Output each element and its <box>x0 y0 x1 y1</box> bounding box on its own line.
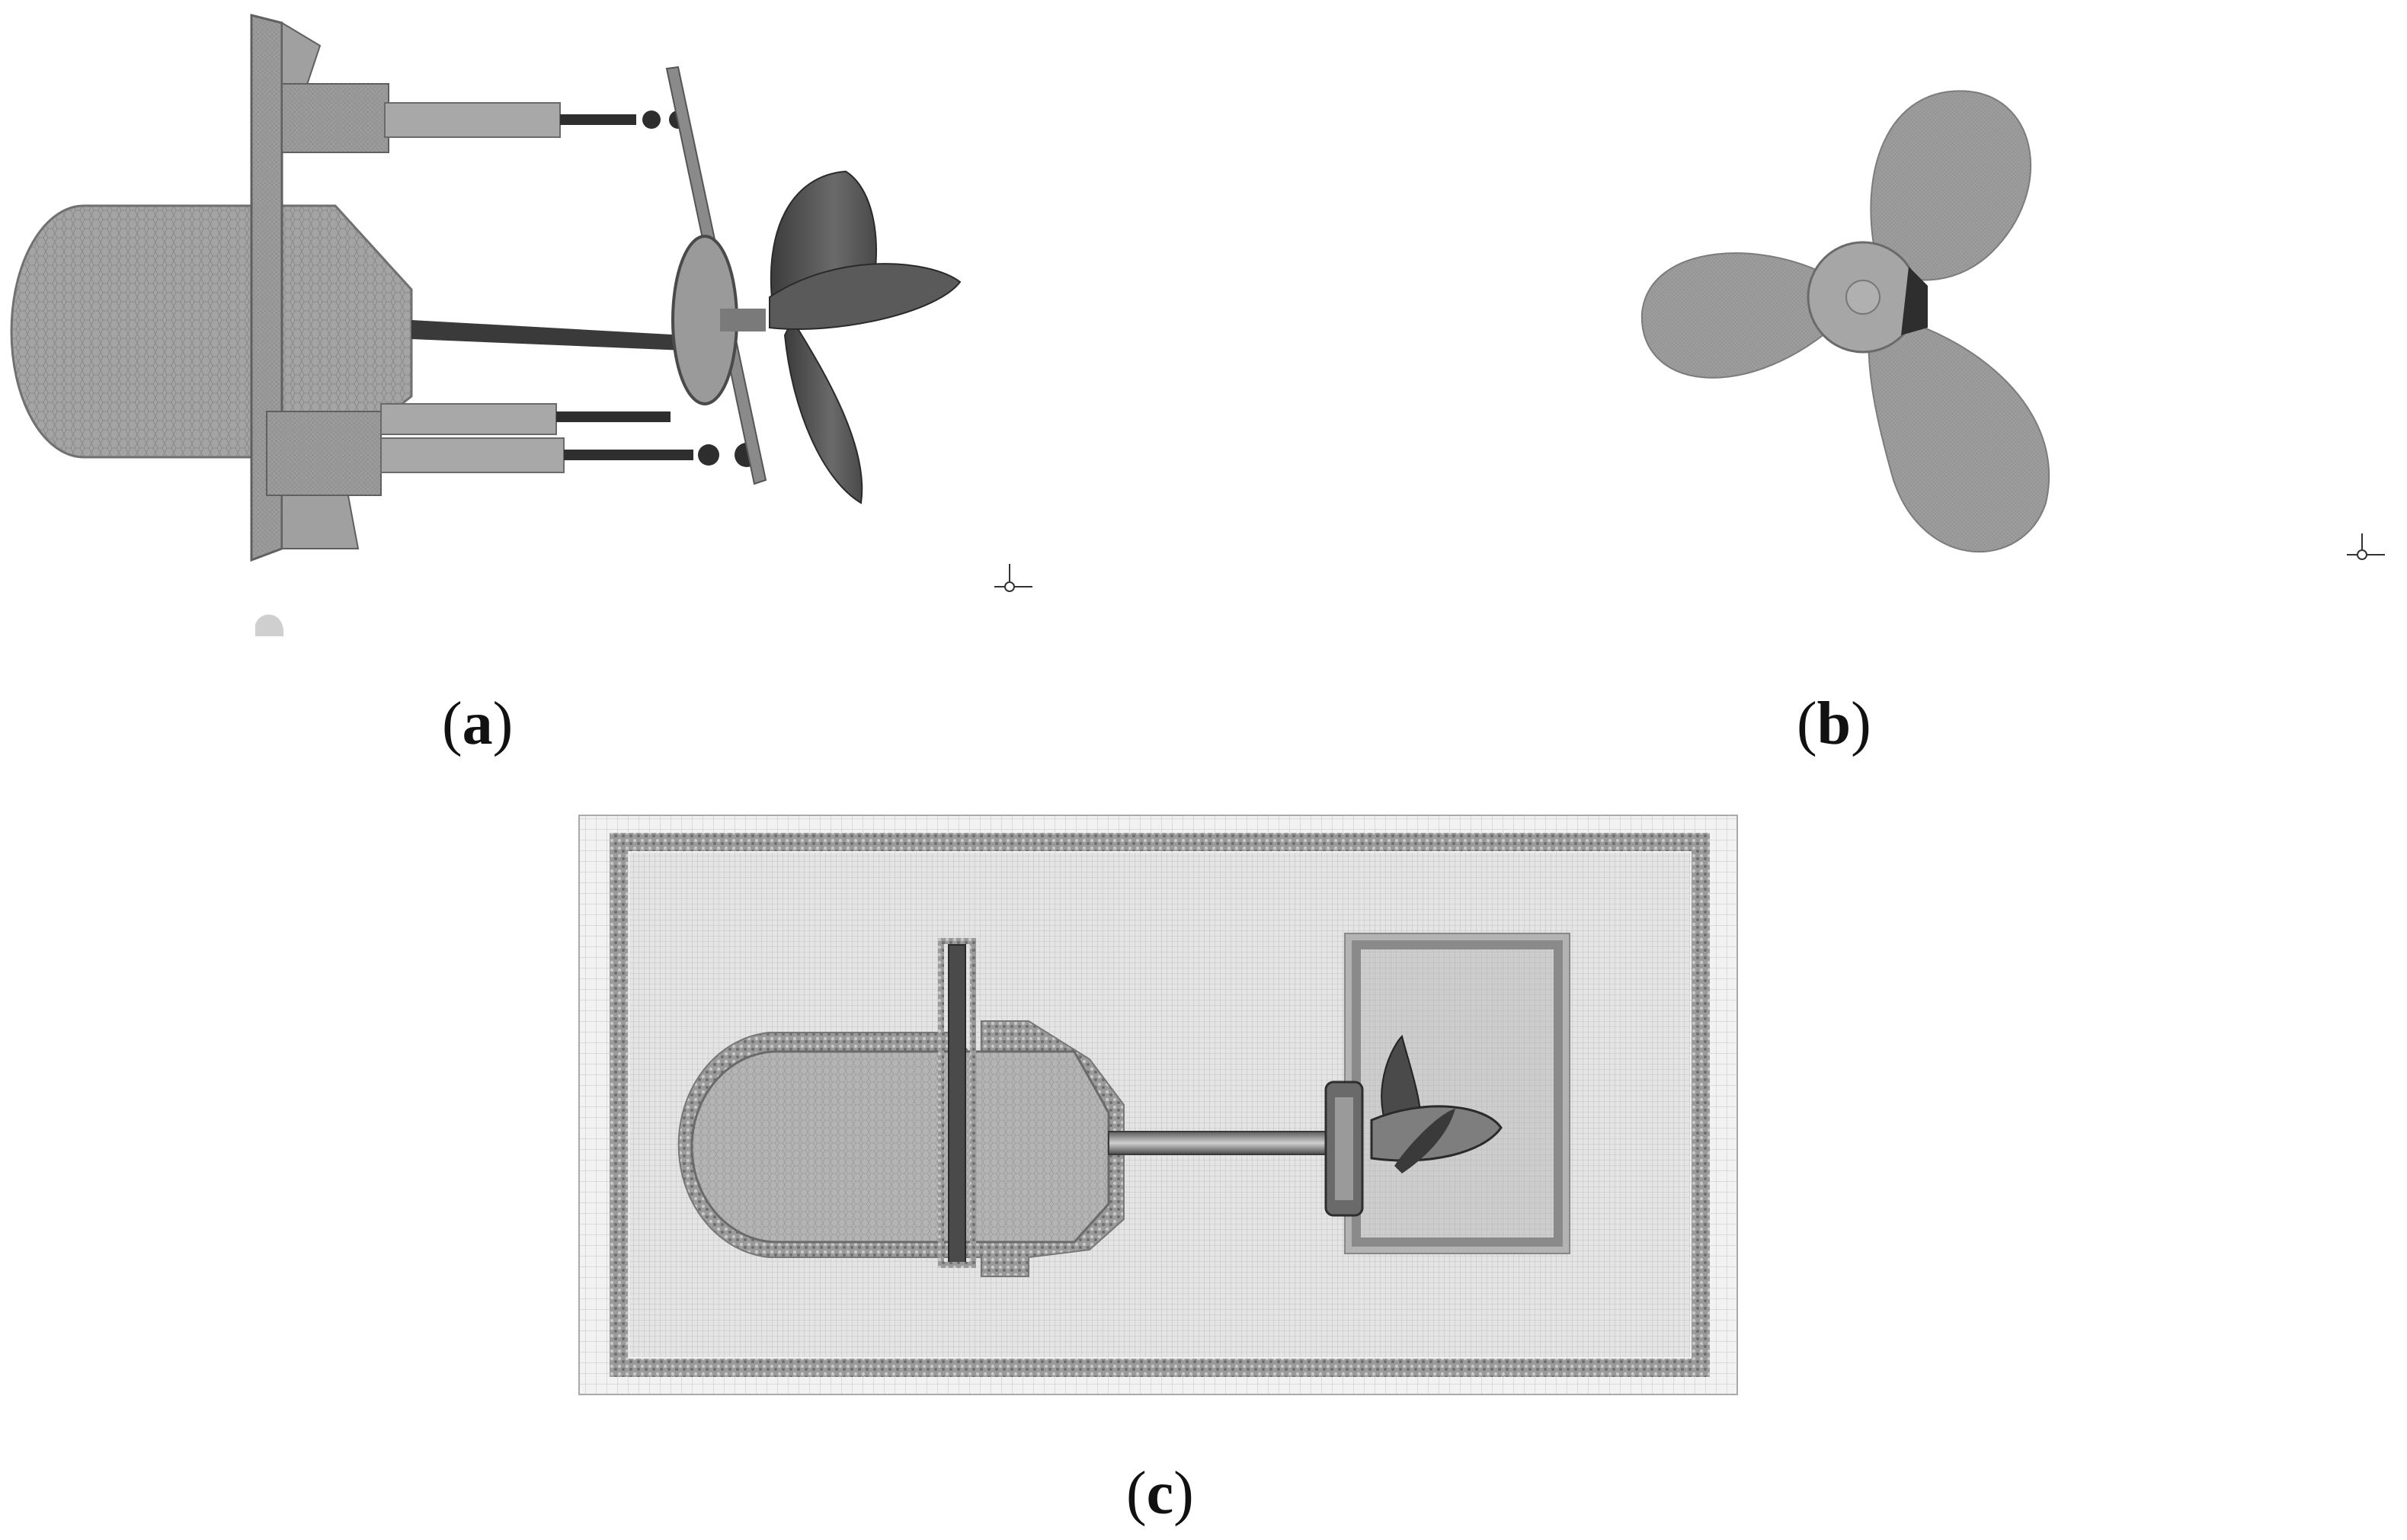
upper-strut <box>384 102 561 138</box>
lower-housing <box>266 411 382 496</box>
propeller-blade-bottom <box>1868 311 2050 553</box>
panel-a-propulsor-side-view <box>10 14 1032 636</box>
upper-housing <box>281 83 389 153</box>
drive-shaft <box>411 320 686 351</box>
hull-body <box>10 204 413 459</box>
axis-triad-icon <box>994 564 1032 592</box>
drive-shaft <box>1108 1131 1330 1155</box>
propeller-hub-cone <box>769 263 962 330</box>
caption-a: (a) <box>442 690 514 757</box>
propeller-blade-lower <box>783 318 863 504</box>
caption-b: (b) <box>1797 690 1871 757</box>
propeller-blade-left <box>1640 252 1842 379</box>
panel-b-propeller-front-view <box>1640 90 2385 560</box>
propeller-blade-top <box>1870 90 2032 281</box>
lower-strut-2 <box>380 437 565 473</box>
caption-c: (c) <box>1126 1460 1194 1527</box>
hull-body <box>690 1050 1110 1244</box>
boundary-refinement-layer <box>610 833 1710 1377</box>
hull-fin <box>948 944 966 1266</box>
axis-triad-icon <box>2347 533 2385 560</box>
panel-c-mesh-domain <box>578 815 1738 1395</box>
lower-strut-1 <box>380 403 557 435</box>
